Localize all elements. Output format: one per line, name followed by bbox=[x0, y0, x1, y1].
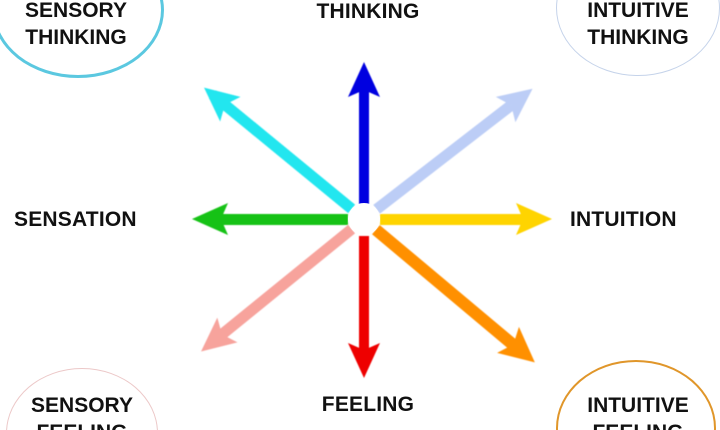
intuitive-thinking-line1: INTUITIVE bbox=[587, 0, 689, 22]
sensory-feeling-line1: SENSORY bbox=[31, 394, 133, 417]
quadrant-sensory-thinking: SENSORY THINKING bbox=[0, 0, 152, 51]
sensory-thinking-line2: THINKING bbox=[25, 26, 127, 49]
label-intuition: INTUITION bbox=[570, 208, 677, 231]
quadrant-intuitive-feeling: INTUITIVE FEELING bbox=[562, 392, 714, 430]
sensory-thinking-line1: SENSORY bbox=[25, 0, 127, 22]
label-sensation: SENSATION bbox=[14, 208, 137, 231]
arrow-up-right-intuitive-thinking-icon bbox=[373, 88, 533, 214]
center-circle bbox=[348, 203, 380, 235]
intuitive-feeling-line2: FEELING bbox=[562, 419, 714, 430]
arrow-down-left-sensory-feeling-icon bbox=[201, 224, 356, 352]
quadrant-sensory-feeling: SENSORY FEELING bbox=[6, 392, 158, 430]
label-feeling: FEELING bbox=[321, 393, 415, 416]
arrow-down-right-intuitive-feeling-icon bbox=[372, 225, 535, 363]
arrow-right-intuition-icon bbox=[380, 203, 552, 235]
quadrant-intuitive-thinking: INTUITIVE THINKING bbox=[564, 0, 712, 51]
arrow-up-left-sensory-thinking-icon bbox=[204, 87, 356, 214]
intuitive-thinking-line2: THINKING bbox=[587, 26, 689, 49]
label-thinking: THINKING bbox=[316, 0, 420, 23]
arrow-up-thinking-icon bbox=[348, 62, 380, 204]
intuitive-feeling-line1: INTUITIVE bbox=[587, 394, 689, 417]
arrow-down-feeling-icon bbox=[348, 236, 380, 378]
sensory-feeling-line2: FEELING bbox=[6, 419, 158, 430]
arrow-left-sensation-icon bbox=[192, 203, 348, 235]
